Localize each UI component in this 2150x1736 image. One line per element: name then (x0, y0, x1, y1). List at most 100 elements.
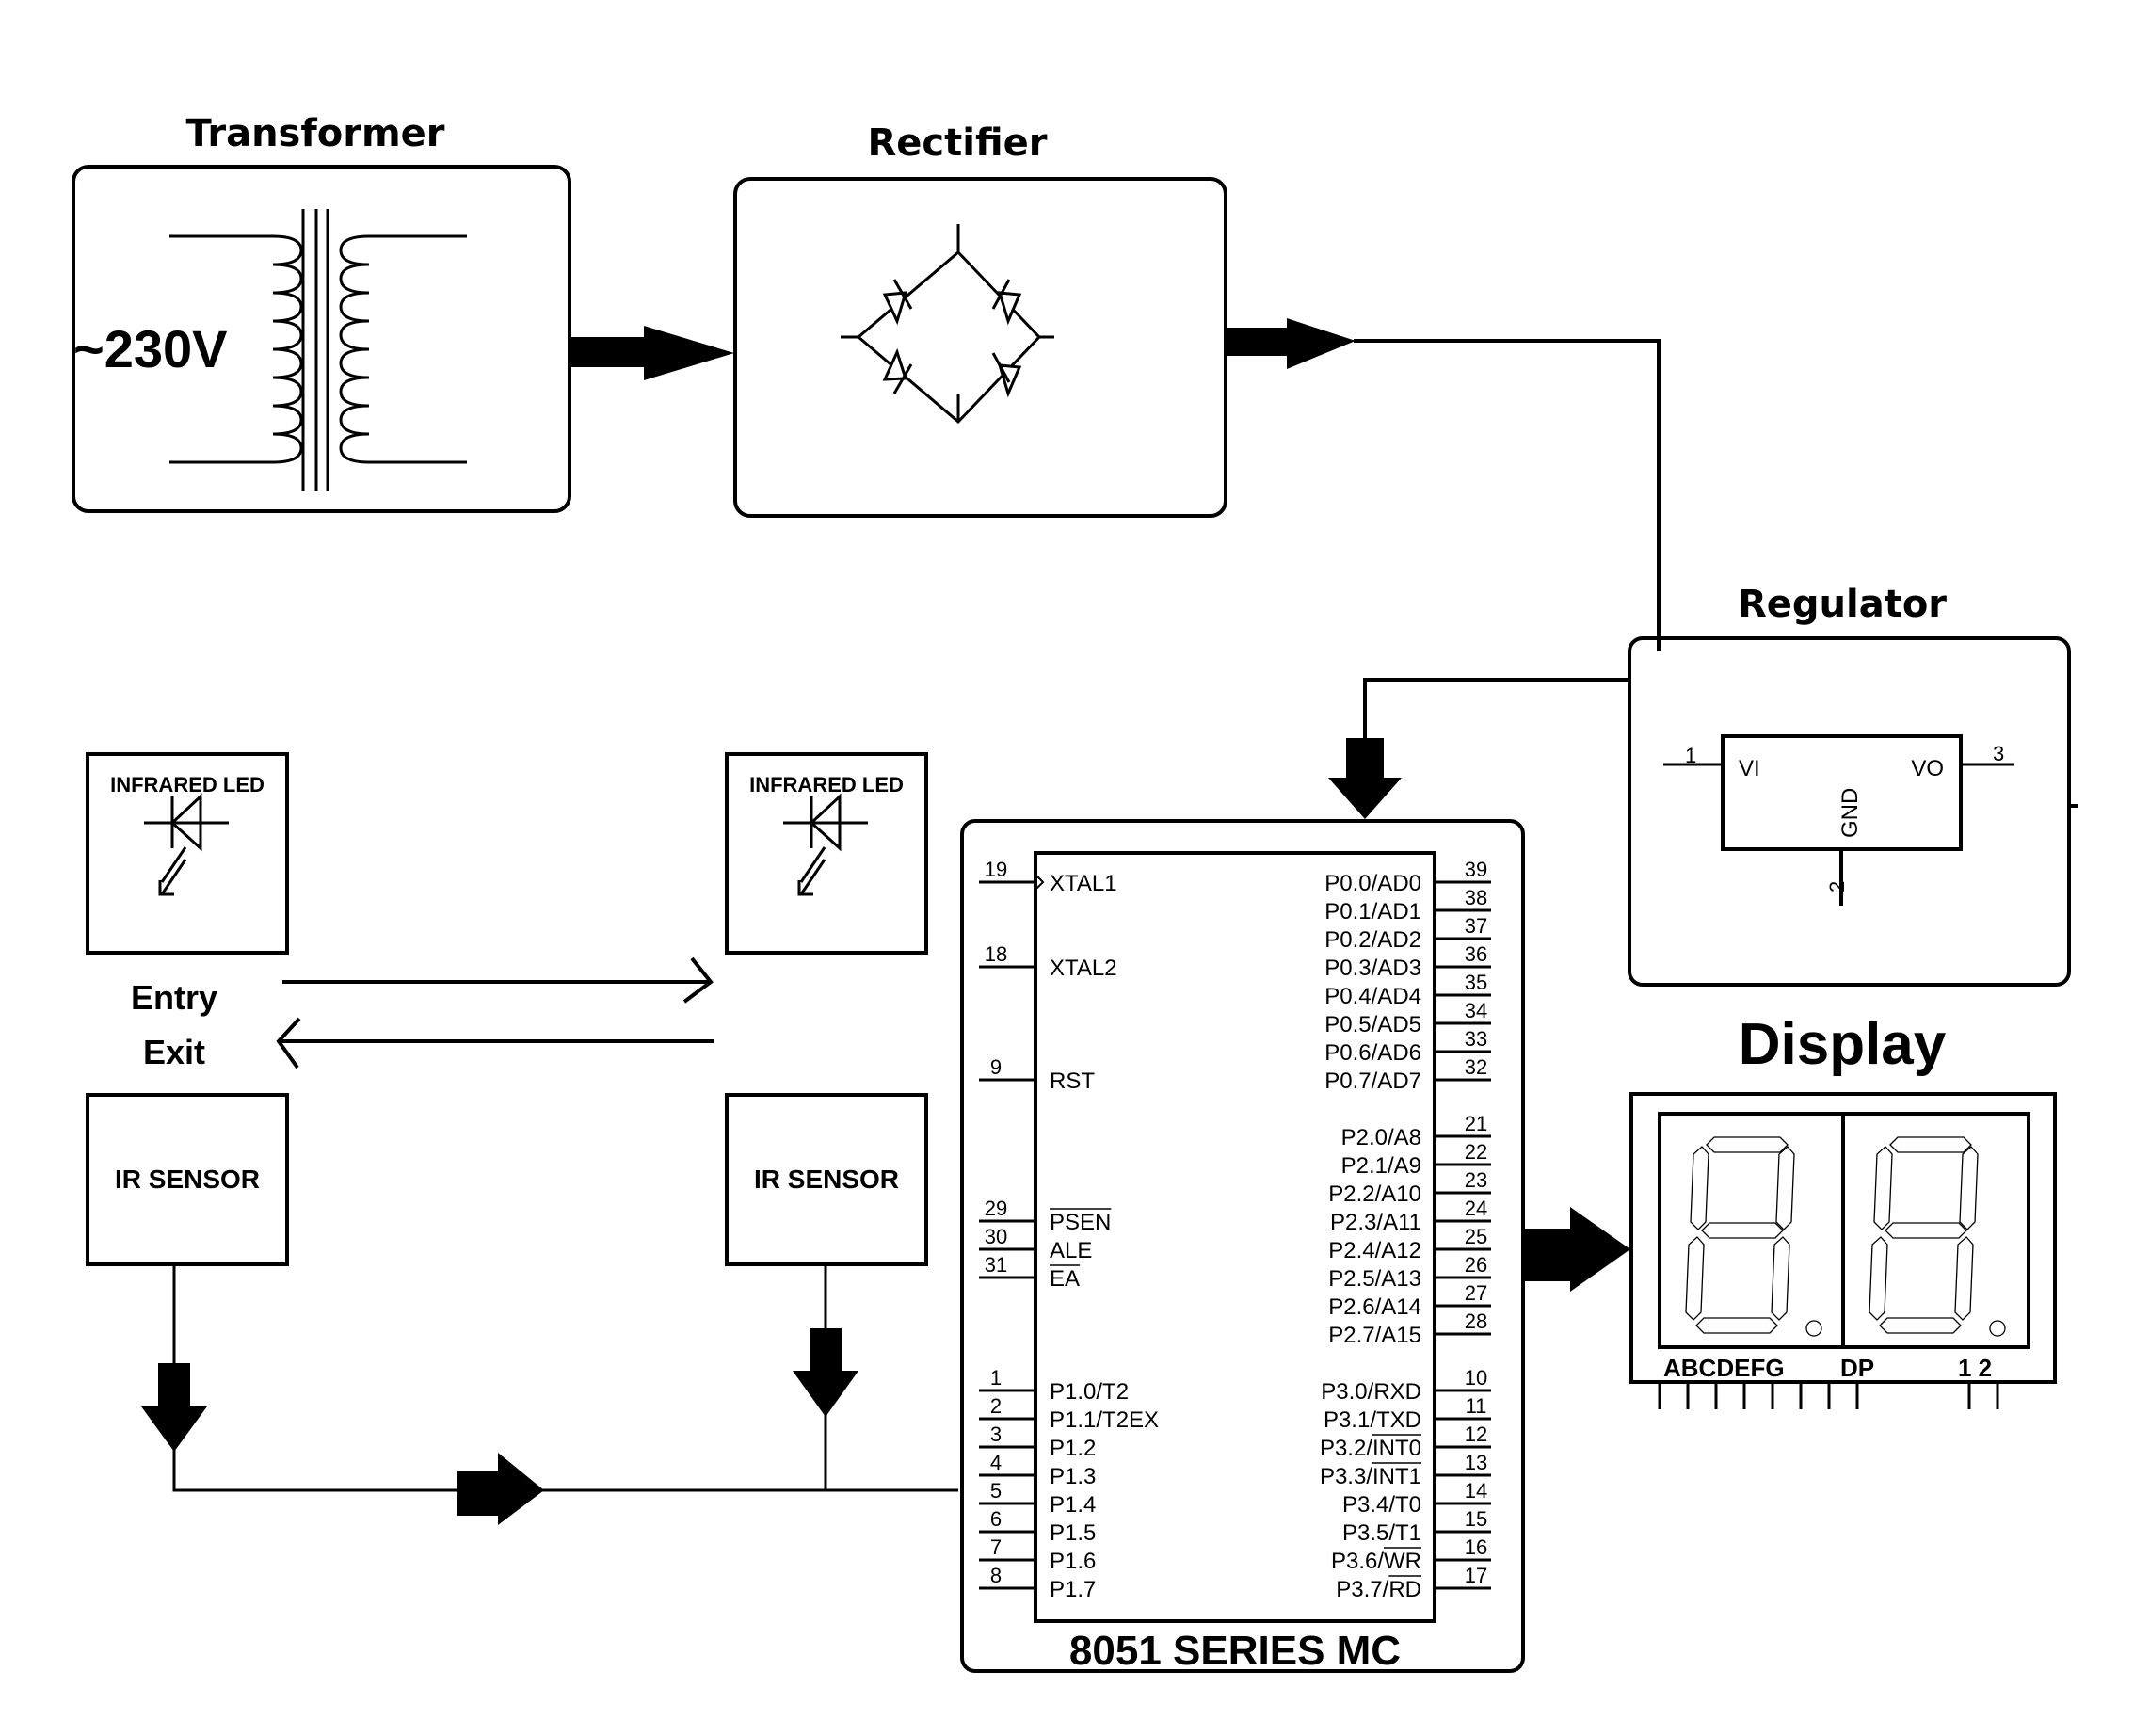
pin-name: P0.2/AD2 (1324, 927, 1421, 953)
pin-number: 23 (1465, 1168, 1487, 1192)
pin-name: P2.0/A8 (1341, 1125, 1421, 1150)
pin-number: 34 (1465, 999, 1487, 1022)
pin-number: 2 (990, 1394, 1002, 1418)
pin-number: 12 (1465, 1423, 1487, 1446)
pin-number: 5 (990, 1479, 1002, 1503)
mcu-left-pins: 19XTAL118XTAL29RST29PSEN30ALE31EA1P1.0/T… (979, 858, 1159, 1602)
pin-number: 15 (1465, 1507, 1487, 1531)
mcu-chip (1034, 851, 1436, 1623)
regulator-title: Regulator (1738, 583, 1947, 626)
segment-e (1869, 1236, 1888, 1321)
mcu-pin-1: 1P1.0/T2 (979, 1366, 1129, 1405)
bus-right-arrow (457, 1471, 501, 1516)
pin-name: P3.0/RXD (1321, 1379, 1421, 1405)
pin-number: 36 (1465, 942, 1487, 966)
transformer-title: Transformer (185, 112, 444, 155)
pin-number: 13 (1465, 1451, 1487, 1474)
pin-number: 30 (985, 1225, 1007, 1248)
ir-led-left-label: INFRARED LED (110, 773, 265, 796)
segment-g (1885, 1222, 1967, 1239)
pin-name: P3.2/INT0 (1320, 1436, 1421, 1461)
pin-name: P1.6 (1050, 1549, 1096, 1574)
pin-number: 38 (1465, 886, 1487, 909)
pin-number: 18 (985, 942, 1007, 966)
pin-number: 29 (985, 1197, 1007, 1220)
mcu-pin-7: 7P1.6 (979, 1535, 1096, 1574)
pin-number: 37 (1465, 914, 1487, 938)
mcu-pin-8: 8P1.7 (979, 1564, 1096, 1602)
regulator-box (1628, 636, 2071, 987)
pin-number: 9 (990, 1055, 1002, 1079)
pin-number: 22 (1465, 1140, 1487, 1164)
segment-g (1701, 1222, 1784, 1239)
pin-name: P2.7/A15 (1328, 1323, 1421, 1348)
display-pins (1658, 1382, 1999, 1409)
pin-number: 8 (990, 1564, 1002, 1587)
mcu-pin-4: 4P1.3 (979, 1451, 1096, 1489)
mcu-title: 8051 SERIES MC (1069, 1628, 1401, 1674)
pin-name: P0.5/AD5 (1324, 1012, 1421, 1037)
pin-name: P3.4/T0 (1342, 1492, 1421, 1518)
pin-number: 32 (1465, 1055, 1487, 1079)
decimal-point (1805, 1320, 1822, 1337)
pin-name: EA (1050, 1266, 1080, 1292)
pin-number: 16 (1465, 1535, 1487, 1559)
pin-name: P2.5/A13 (1328, 1266, 1421, 1292)
pin-name: P1.7 (1050, 1577, 1096, 1602)
digit-2 (1869, 1136, 2006, 1337)
entry-exit-arrows: Entry Exit (131, 956, 714, 1071)
mcu-pin-6: 6P1.5 (979, 1507, 1096, 1546)
segment-d (1695, 1317, 1778, 1334)
segment-e (1685, 1236, 1705, 1321)
digit-select-labels: 1 2 (1958, 1354, 1992, 1382)
pin-name: P2.4/A12 (1328, 1238, 1421, 1263)
pin-name: P1.4 (1050, 1492, 1096, 1518)
pin-number: 33 (1465, 1027, 1487, 1051)
clock-input-marker (1035, 873, 1045, 892)
pin-number: 1 (990, 1366, 1002, 1390)
segment-c (1954, 1236, 1974, 1321)
regulator-block: Regulator 1 3 VI VO GND 2 (1628, 583, 2078, 987)
segment-c (1771, 1236, 1790, 1321)
pin-name: P3.7/RD (1336, 1577, 1421, 1602)
left-sensor-down-arrow (158, 1363, 190, 1408)
segment-a (1706, 1136, 1789, 1153)
pin-name: P3.5/T1 (1342, 1520, 1421, 1546)
pin-number: 19 (985, 858, 1007, 881)
pin-number: 7 (990, 1535, 1002, 1559)
pin-number: 31 (985, 1253, 1007, 1277)
arrow-regulator-to-mcu (1328, 678, 1629, 819)
mcu-outer-box (960, 819, 1525, 1673)
pin-name: P0.3/AD3 (1324, 956, 1421, 981)
pin-number: 3 (990, 1423, 1002, 1446)
transformer-block: Transformer ~230V (72, 112, 571, 513)
entry-label: Entry (131, 978, 217, 1017)
pin-number: 27 (1465, 1281, 1487, 1305)
rectifier-block: Rectifier (733, 121, 1227, 518)
arrow-mcu-to-display (1523, 1207, 1630, 1292)
ir-sensor-left-label: IR SENSOR (115, 1165, 260, 1194)
mcu-block: 8051 SERIES MC 19XTAL118XTAL29RST29PSEN3… (960, 819, 1525, 1674)
pin-name: P1.2 (1050, 1436, 1096, 1461)
segment-b (1775, 1146, 1795, 1230)
segment-f (1690, 1146, 1709, 1230)
infrared-led-icon (783, 793, 868, 896)
